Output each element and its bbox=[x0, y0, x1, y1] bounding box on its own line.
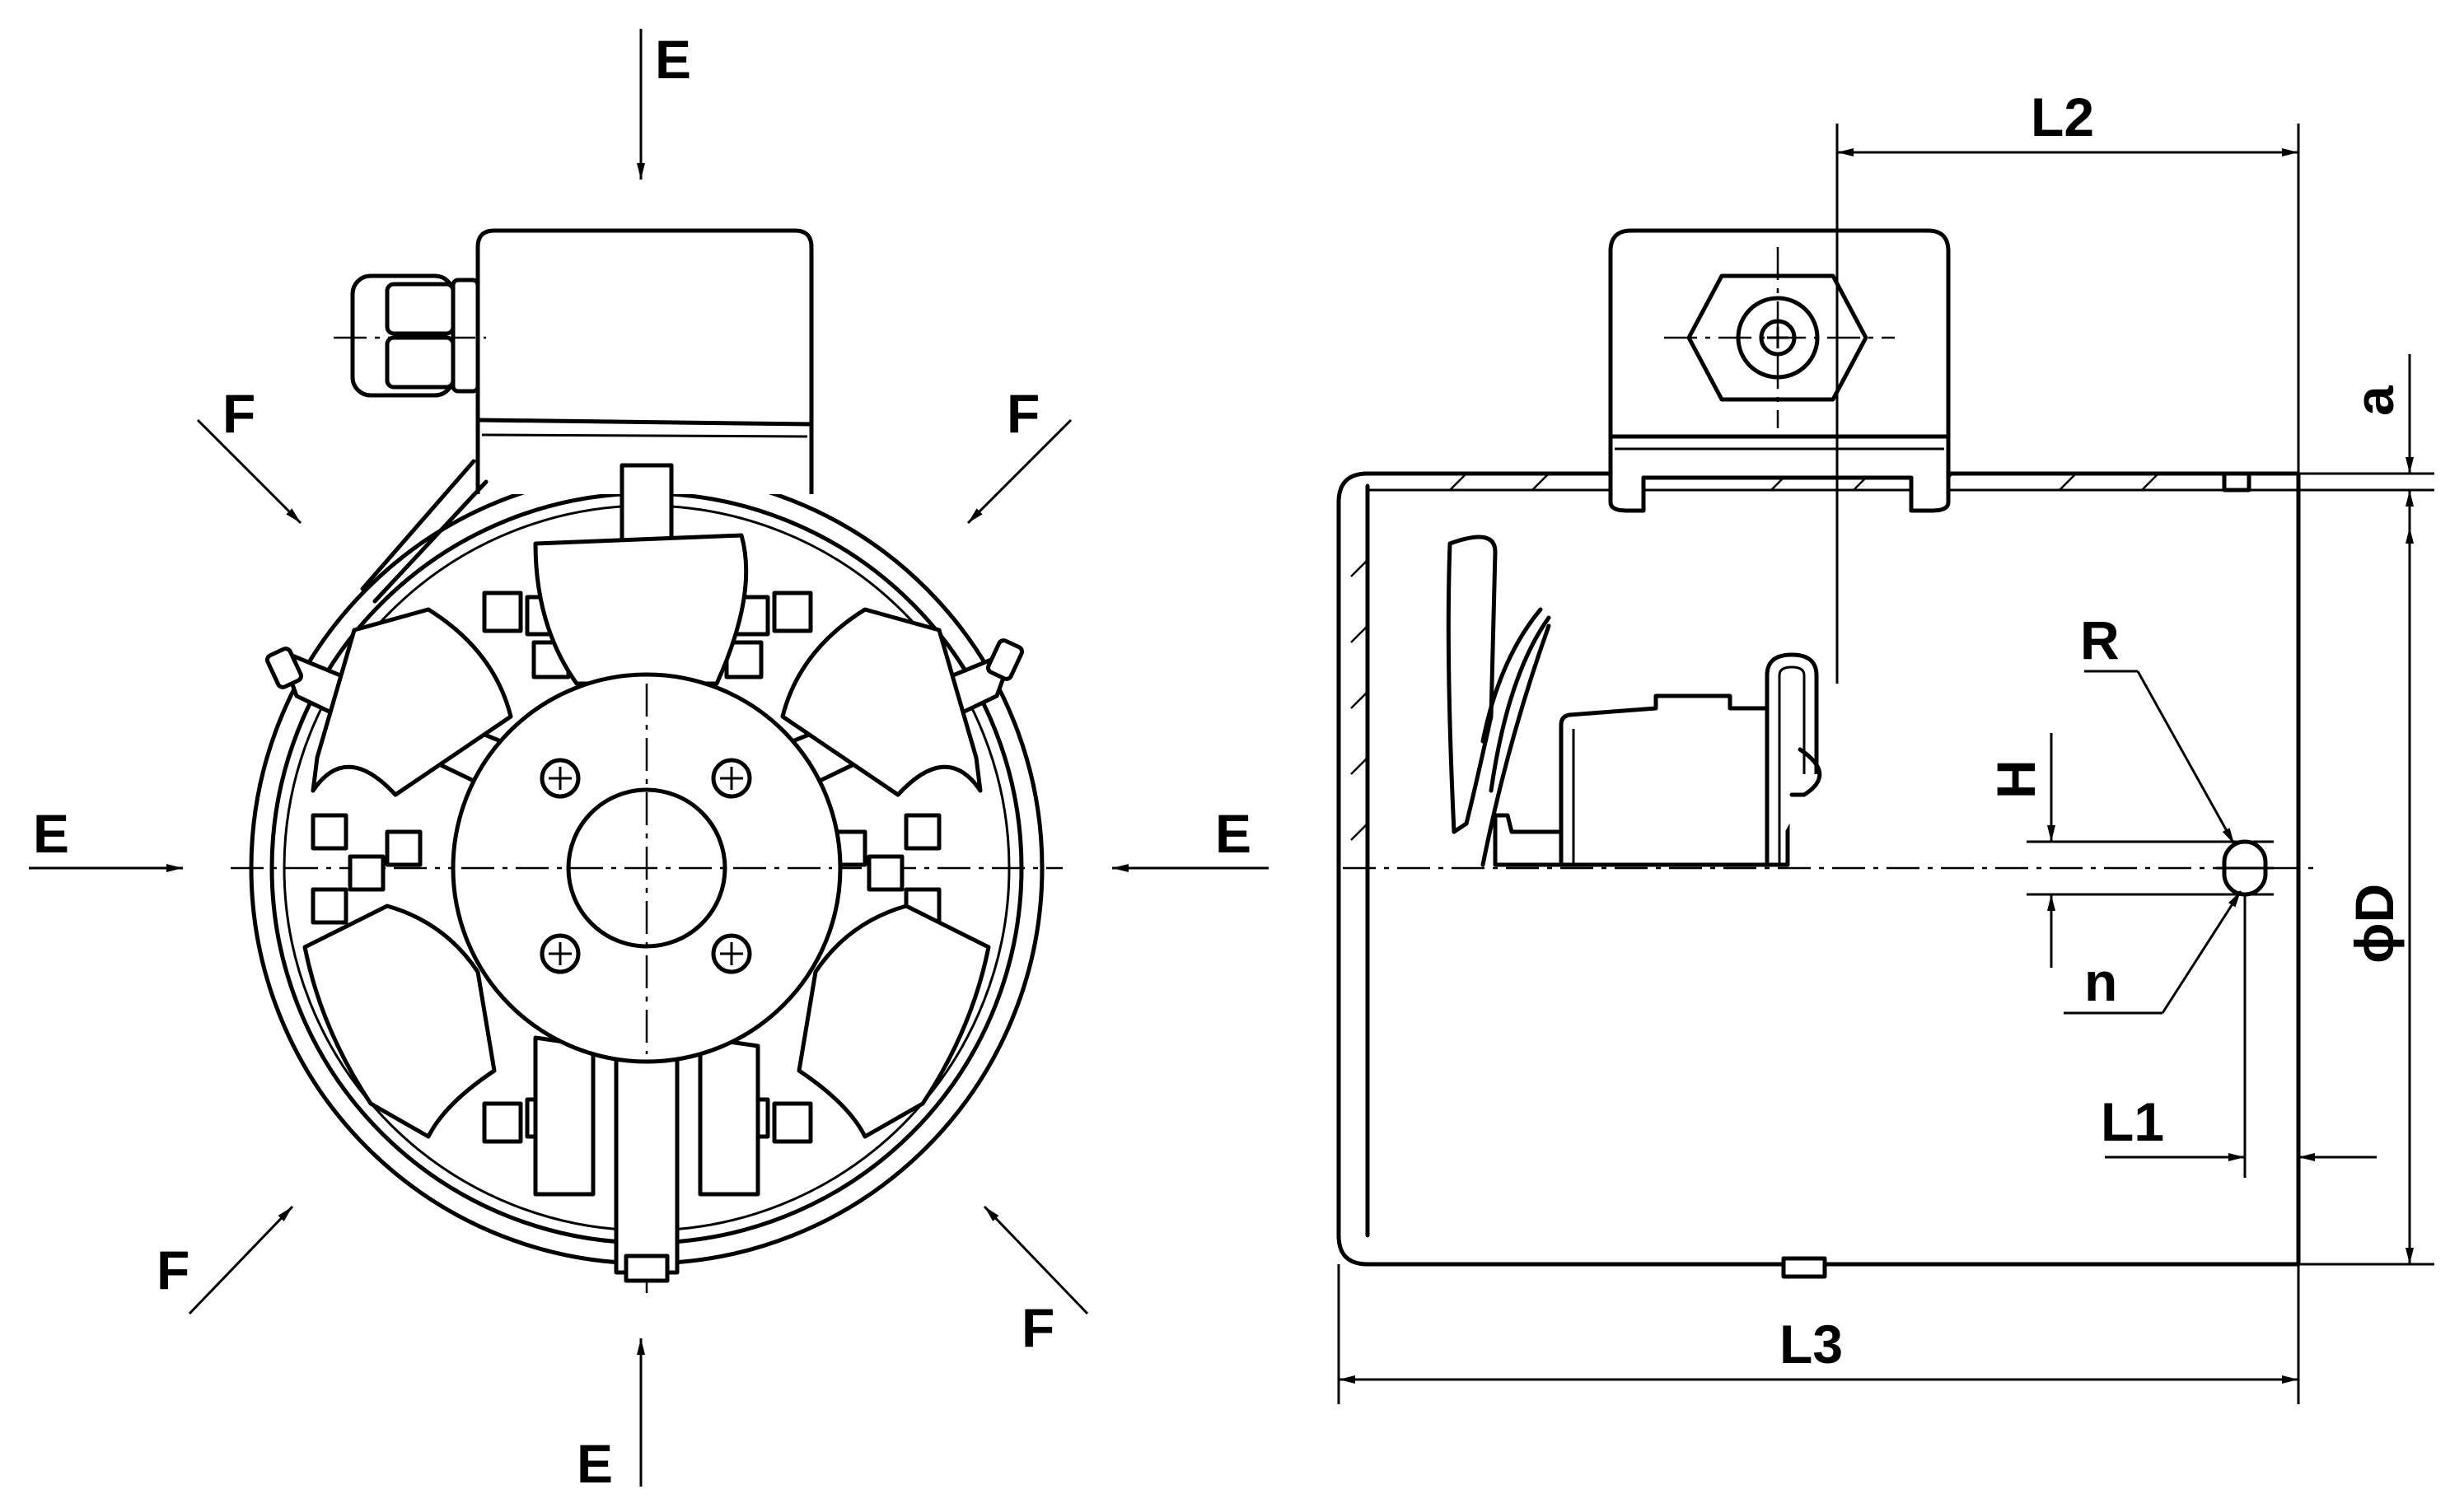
terminal-box bbox=[360, 228, 814, 604]
label-f-bottom-right: F bbox=[1022, 1297, 1054, 1358]
side-view bbox=[1336, 228, 2315, 1279]
label-l1: L1 bbox=[2101, 1091, 2164, 1152]
label-e-right: E bbox=[1215, 803, 1251, 864]
bolt bbox=[711, 758, 752, 799]
label-e-left: E bbox=[33, 803, 69, 864]
label-phi-d: ϕD bbox=[2344, 884, 2405, 964]
label-f-top-right: F bbox=[1007, 383, 1040, 444]
front-view bbox=[231, 228, 1063, 1293]
label-l3: L3 bbox=[1779, 1314, 1843, 1375]
label-e-top: E bbox=[655, 29, 691, 90]
label-l2: L2 bbox=[2031, 86, 2094, 147]
label-a: a bbox=[2344, 385, 2405, 416]
dimensions bbox=[1337, 124, 2434, 1404]
load-arrows bbox=[29, 29, 1269, 1487]
label-f-top-left: F bbox=[222, 383, 255, 444]
bolt bbox=[540, 758, 581, 799]
label-f-bottom-left: F bbox=[157, 1240, 189, 1300]
bolt bbox=[711, 933, 752, 974]
cable-gland bbox=[334, 273, 486, 398]
bolt bbox=[540, 933, 581, 974]
fan-blades bbox=[302, 533, 991, 1197]
label-e-bottom: E bbox=[577, 1433, 613, 1494]
label-h: H bbox=[1985, 759, 2046, 799]
label-n: n bbox=[2084, 951, 2117, 1012]
label-r: R bbox=[2080, 609, 2120, 670]
